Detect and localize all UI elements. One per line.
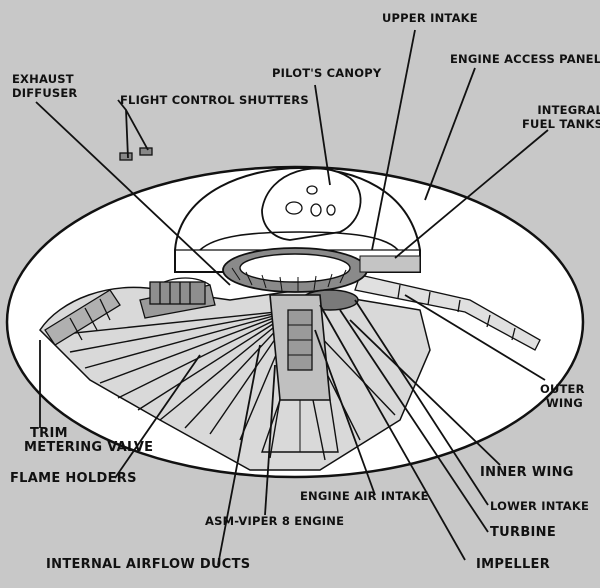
engine-access-panel — [359, 255, 421, 273]
label-engine-air-intake: ENGINE AIR INTAKE — [300, 489, 429, 503]
canopy-window — [326, 204, 336, 216]
leader-lines — [35, 29, 549, 566]
label-trim-metering-valve: TRIM METERING VALVE — [24, 427, 153, 455]
canopy-window — [306, 185, 318, 195]
label-exhaust-diffuser: EXHAUST DIFFUSER — [12, 72, 77, 100]
label-flight-control-shutters: FLIGHT CONTROL SHUTTERS — [120, 93, 309, 107]
label-trim-metering-valve-line2: METERING VALVE — [24, 440, 154, 455]
label-lower-intake: LOWER INTAKE — [490, 499, 590, 513]
canopy-window — [285, 201, 303, 215]
impeller-ring-inner — [239, 253, 351, 283]
label-upper-intake: UPPER INTAKE — [382, 11, 478, 25]
label-integral-fuel-tanks-line1: INTEGRAL — [537, 103, 600, 117]
label-outer-wing: OUTER WING — [540, 382, 585, 410]
label-outer-wing-line2: WING — [546, 396, 583, 410]
label-exhaust-diffuser-line2: DIFFUSER — [12, 86, 78, 100]
label-exhaust-diffuser-line1: EXHAUST — [12, 72, 74, 86]
pilot-canopy-shape — [261, 167, 362, 241]
label-flame-holders: FLAME HOLDERS — [10, 471, 137, 486]
label-impeller: IMPELLER — [476, 557, 551, 572]
label-asm-viper-8-engine: ASM-VIPER 8 ENGINE — [205, 514, 345, 528]
canopy-collar — [199, 231, 399, 251]
impeller-blades — [231, 267, 347, 292]
label-pilots-canopy: PILOT'S CANOPY — [272, 66, 382, 80]
exhaust-duct-assembly — [149, 281, 206, 305]
label-internal-airflow-ducts: INTERNAL AIRFLOW DUCTS — [46, 557, 251, 572]
label-engine-access-panel: ENGINE ACCESS PANEL — [450, 52, 600, 66]
right-wing-structure — [354, 274, 541, 351]
canopy-window — [310, 203, 322, 217]
label-integral-fuel-tanks-line2: FUEL TANKS — [522, 117, 600, 131]
label-turbine: TURBINE — [490, 525, 557, 540]
label-trim-metering-valve-line1: TRIM — [30, 426, 68, 441]
label-outer-wing-line1: OUTER — [540, 382, 585, 396]
label-inner-wing: INNER WING — [480, 465, 574, 480]
label-integral-fuel-tanks: INTEGRAL FUEL TANKS — [522, 103, 600, 131]
